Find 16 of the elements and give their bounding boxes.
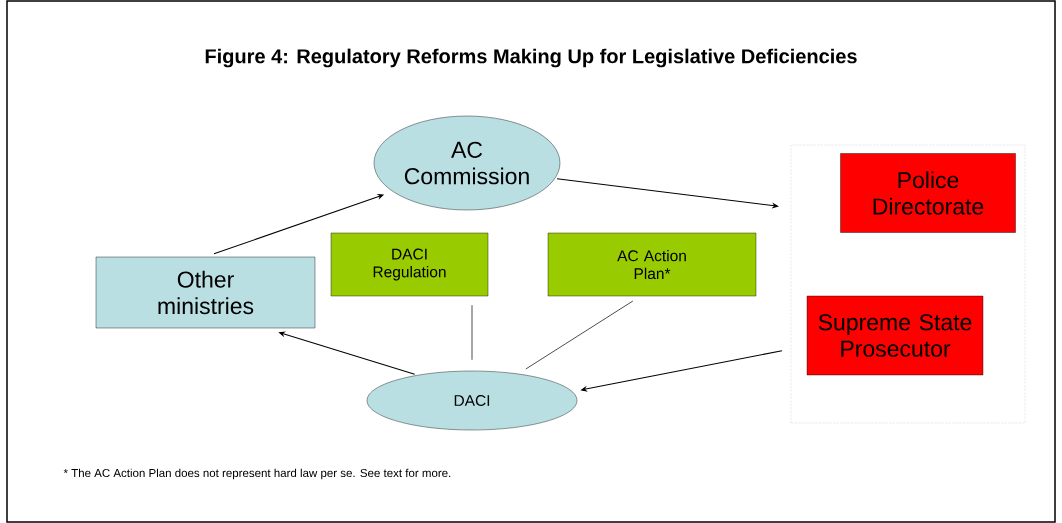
ellipse-node: DACI bbox=[366, 370, 578, 431]
process-box: Police Directorate bbox=[840, 153, 1016, 233]
arrow bbox=[581, 350, 783, 392]
ellipse-node: AC Commission bbox=[373, 115, 561, 211]
process-box: Supreme State Prosecutor bbox=[806, 295, 984, 376]
connector-line bbox=[471, 304, 473, 361]
arrow bbox=[213, 194, 384, 255]
arrow bbox=[556, 178, 779, 209]
title: Figure 4: Regulatory Reforms Making Up for Legislative Deficiencies bbox=[205, 48, 857, 68]
process-box: AC Action Plan* bbox=[547, 232, 757, 297]
connector-line bbox=[525, 300, 634, 370]
process-box: DACI Regulation bbox=[330, 232, 489, 297]
process-box: Other ministries bbox=[95, 256, 316, 329]
arrow bbox=[279, 331, 416, 375]
dotted-frame bbox=[790, 144, 1026, 424]
footnote: * The AC Action Plan does not represent hard law per se. See text for more. bbox=[63, 468, 451, 480]
